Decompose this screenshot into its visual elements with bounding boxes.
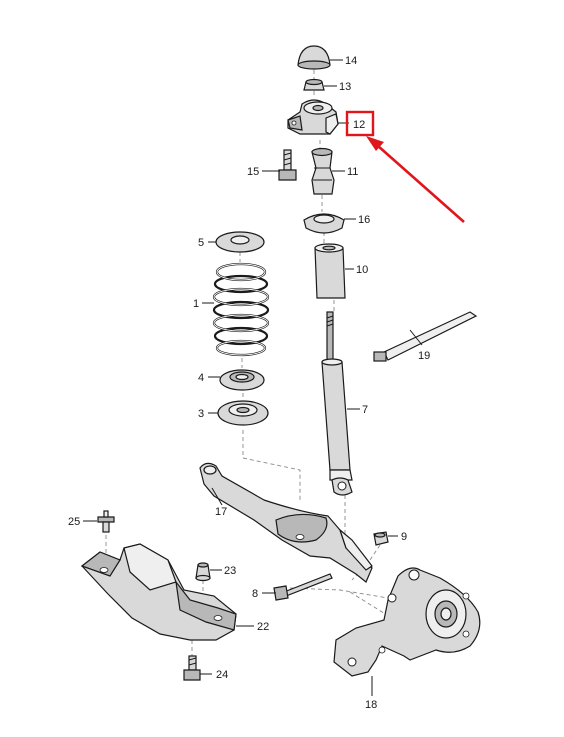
callout-10: 10	[356, 264, 368, 276]
callout-5: 5	[198, 237, 204, 249]
callout-13: 13	[339, 81, 351, 93]
callout-23: 23	[224, 565, 236, 577]
highlight-box	[345, 110, 375, 137]
dust-cap	[297, 45, 331, 70]
callout-24: 24	[216, 669, 228, 681]
subframe-bracket	[80, 543, 237, 641]
coil-spring	[212, 262, 270, 357]
pointer-arrow-shaft	[377, 145, 465, 223]
callout-9: 9	[401, 531, 407, 543]
callout-17: 17	[215, 506, 227, 518]
highlight-marker	[345, 110, 465, 223]
cable-tie	[373, 311, 478, 362]
callout-19: 19	[418, 350, 430, 362]
protective-tube	[314, 243, 346, 299]
callout-labels: 14 13 12 11 15 16 10 5 1 4 3 7 19 17 9 8…	[68, 55, 430, 711]
rubber-buffer	[195, 562, 211, 582]
leader-lines	[83, 59, 423, 696]
callout-11: 11	[347, 166, 358, 178]
callout-18: 18	[365, 699, 377, 711]
callout-3: 3	[198, 408, 204, 420]
callout-22: 22	[257, 621, 269, 633]
shock-absorber	[321, 311, 353, 496]
wheel-bearing-housing	[333, 567, 481, 677]
lower-control-arm	[199, 462, 373, 583]
spring-pad-upper	[215, 231, 265, 253]
nut-13	[303, 78, 325, 91]
callout-14: 14	[345, 55, 357, 67]
bolt-15	[278, 149, 297, 181]
bolt-25	[97, 510, 115, 533]
pointer-arrow-head	[366, 136, 384, 151]
spring-seat-upper	[303, 213, 345, 234]
callout-12: 12	[353, 119, 365, 131]
bump-stop	[311, 147, 335, 195]
callout-4: 4	[198, 372, 204, 384]
callout-25: 25	[68, 516, 80, 528]
nut-9	[373, 531, 389, 546]
callout-7: 7	[362, 404, 368, 416]
callout-8: 8	[252, 588, 258, 600]
bolt-24	[183, 655, 201, 681]
spring-seat-lower	[217, 400, 269, 426]
callout-1: 1	[193, 298, 199, 310]
spring-pad-lower	[219, 369, 265, 391]
callout-15: 15	[247, 166, 259, 178]
bolt-8	[273, 573, 333, 601]
strut-mount	[287, 99, 339, 135]
callout-16: 16	[358, 214, 370, 226]
